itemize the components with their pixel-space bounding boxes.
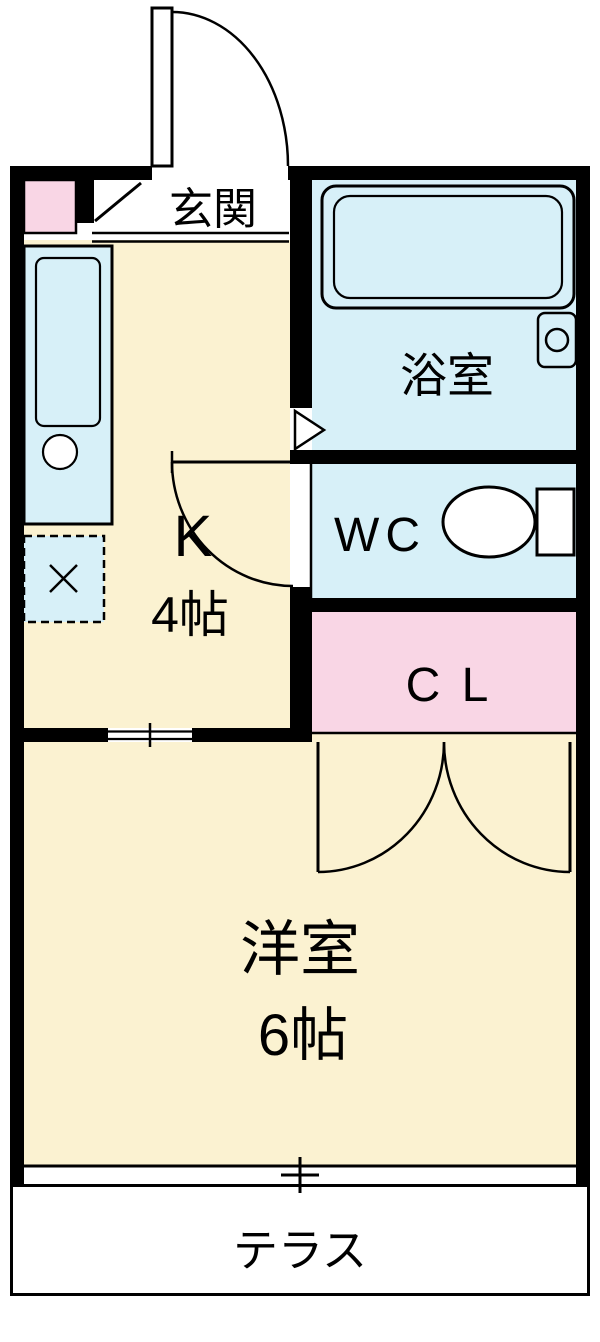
closet-label: C L <box>406 659 493 712</box>
kitchen-sink-icon <box>34 256 102 428</box>
wall-divider-lower <box>290 587 312 742</box>
wall-kitchen-room-right <box>192 728 312 742</box>
wall-left <box>10 166 24 1186</box>
bath-door-icon <box>293 408 327 452</box>
room-closet-floor <box>312 612 576 732</box>
bathtub-inner-icon <box>332 194 564 300</box>
closet-door-swing-arc-right <box>442 741 571 874</box>
room-bath-floor <box>312 180 576 450</box>
wall-wc-closet <box>312 598 576 612</box>
wall-right <box>576 166 590 1186</box>
entrance-door-swing-arc <box>171 10 290 167</box>
entrance-door-leaf <box>150 6 174 168</box>
kitchen-size-label: 4帖 <box>151 587 229 643</box>
entrance-door-line <box>94 181 142 223</box>
closet-front-strip <box>312 734 576 742</box>
bath-sink-icon <box>536 311 578 369</box>
wall-top-right <box>288 166 590 180</box>
kitchen-label: K <box>174 504 213 569</box>
wall-divider-upper <box>290 166 312 408</box>
kitchen-counter-icon <box>22 244 114 526</box>
genkan-label: 玄関 <box>169 185 257 234</box>
closet-door-swing-arc-left <box>317 741 446 874</box>
wall-top-left <box>10 166 152 180</box>
toilet-tank-icon <box>535 487 576 557</box>
toilet-bowl-icon <box>441 485 537 559</box>
bath-label: 浴室 <box>400 349 494 402</box>
wc-label: WC <box>334 509 426 562</box>
kitchen-burner-icon <box>41 433 79 471</box>
wall-bath-wc <box>290 450 576 464</box>
bath-sink-bowl-icon <box>544 327 570 353</box>
shoe-cabinet-icon <box>22 178 78 235</box>
western-room-size-label: 6帖 <box>258 1003 348 1068</box>
western-room-label: 洋室 <box>240 916 360 983</box>
entrance-wall-stub <box>76 180 94 223</box>
terrace-label: テラス <box>233 1225 367 1276</box>
wall-kitchen-room-left <box>10 728 108 742</box>
washer-x-mark-2 <box>49 564 78 593</box>
room-western-floor <box>24 742 576 1166</box>
wc-door-swing-arc <box>170 461 294 588</box>
bathtub-icon <box>320 184 576 310</box>
